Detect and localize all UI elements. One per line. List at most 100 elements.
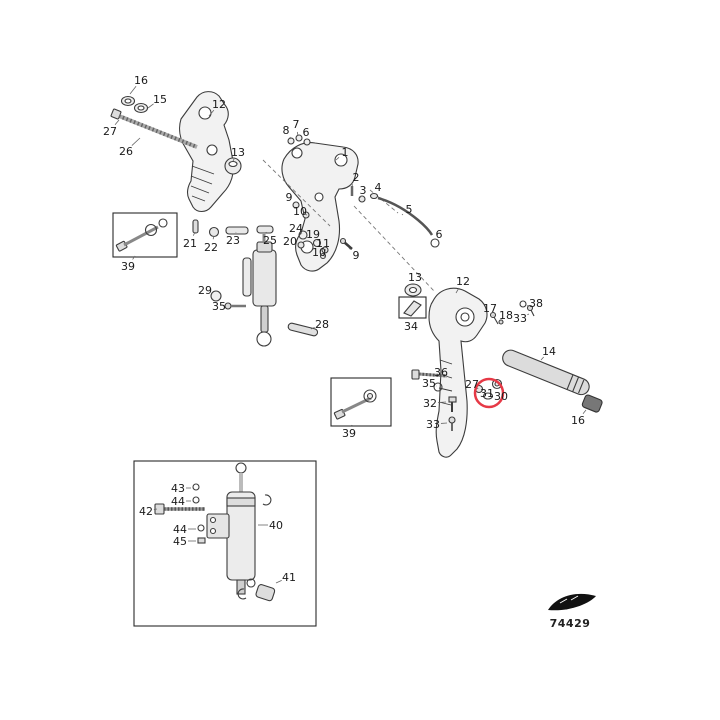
part-callout-4: 4 <box>375 181 382 194</box>
construction-lines <box>262 159 435 292</box>
part-number: 74429 <box>550 617 591 630</box>
callout-leader <box>304 213 308 216</box>
callout-leader <box>437 401 447 403</box>
part-callout-1: 1 <box>342 146 349 159</box>
part-callout-27: 27 <box>103 125 117 138</box>
part-callout-23: 23 <box>226 234 240 247</box>
callout-leader <box>114 119 120 126</box>
upper-fastener-box <box>112 212 178 258</box>
part-callout-35: 35 <box>212 300 226 313</box>
callout-leader <box>476 387 479 390</box>
part-callout-9: 9 <box>286 191 293 204</box>
part-callout-18: 18 <box>499 309 513 322</box>
part-callout-12: 12 <box>212 98 226 111</box>
callout-leader <box>351 184 354 187</box>
part-callout-19: 19 <box>306 228 320 241</box>
part-callout-14: 14 <box>542 345 556 358</box>
part-callout-6: 6 <box>436 228 443 241</box>
part-callout-36: 36 <box>434 366 448 379</box>
callout-leader <box>582 409 587 415</box>
part-callout-29: 29 <box>198 284 212 297</box>
brand-logo-icon <box>548 593 596 611</box>
tube-washers <box>474 378 503 400</box>
middle-fastener-box <box>330 377 392 427</box>
callout-leader <box>147 103 154 109</box>
part-callout-8: 8 <box>283 124 290 137</box>
part-callout-31: 31 <box>480 387 494 400</box>
highlight-circle <box>473 377 505 409</box>
part-callout-30: 30 <box>494 390 508 403</box>
part-callout-13: 13 <box>408 271 422 284</box>
callout-leader <box>310 326 315 330</box>
callout-leader <box>131 137 141 146</box>
part-callout-10: 10 <box>293 205 307 218</box>
part-callout-16: 16 <box>571 414 585 427</box>
callout-leader <box>289 136 292 140</box>
part-callout-33: 33 <box>426 418 440 431</box>
callout-leader <box>153 508 158 510</box>
part-callout-25: 25 <box>263 234 277 247</box>
callout-leader <box>360 195 362 198</box>
part-callout-44: 44 <box>173 523 187 536</box>
callout-leader <box>401 213 404 216</box>
callout-leader <box>324 248 326 251</box>
part-callout-2: 2 <box>353 171 360 184</box>
part-callout-40: 40 <box>269 519 283 532</box>
tilt-tube <box>502 349 590 396</box>
callout-leader <box>348 247 351 250</box>
callout-leader <box>212 235 215 240</box>
steering-link <box>350 186 440 248</box>
part-callout-17: 17 <box>483 302 497 315</box>
part-callout-41: 41 <box>282 571 296 584</box>
part-callout-38: 38 <box>529 297 543 310</box>
callout-leader <box>455 287 460 294</box>
part-callout-42: 42 <box>139 505 153 518</box>
part-callout-33: 33 <box>513 312 527 325</box>
part-callout-22: 22 <box>204 241 218 254</box>
callout-leader <box>335 157 340 161</box>
right-clamp-bracket <box>428 287 488 458</box>
pivot-pins <box>192 219 274 238</box>
part-callout-6: 6 <box>303 126 310 139</box>
part-callout-11: 11 <box>316 237 330 250</box>
mount-bolt <box>411 369 448 392</box>
callout-leader <box>527 313 530 316</box>
part-callout-3: 3 <box>360 184 367 197</box>
part-callout-21: 21 <box>183 237 197 250</box>
trim-cylinder-center <box>210 234 319 347</box>
part-callout-15: 15 <box>153 93 167 106</box>
part-callout-39: 39 <box>121 260 135 273</box>
part-callout-45: 45 <box>173 535 187 548</box>
callout-leader <box>132 255 136 260</box>
part-callout-39: 39 <box>342 427 356 440</box>
part-callout-24: 24 <box>289 222 303 235</box>
studs <box>448 396 457 431</box>
callout-leader <box>540 356 544 361</box>
callout-leader <box>232 158 235 162</box>
part-callout-44: 44 <box>171 495 185 508</box>
part-callout-16: 16 <box>134 74 148 87</box>
left-clamp-bracket <box>179 91 235 213</box>
plate-box-34 <box>398 296 427 319</box>
grommet-13 <box>404 283 422 297</box>
part-callout-43: 43 <box>171 482 185 495</box>
part-callout-7: 7 <box>293 118 300 131</box>
part-callout-35: 35 <box>422 377 436 390</box>
part-callout-26: 26 <box>119 145 133 158</box>
callout-leader <box>208 109 215 117</box>
callout-leader <box>296 131 299 137</box>
tube-end-cap <box>581 394 603 413</box>
part-callout-20: 20 <box>283 235 297 248</box>
callout-leader <box>275 579 282 584</box>
part-callout-13: 13 <box>231 146 245 159</box>
part-callout-28: 28 <box>315 318 329 331</box>
callout-leader <box>322 254 326 258</box>
part-callout-5: 5 <box>406 203 413 216</box>
part-callout-32: 32 <box>423 397 437 410</box>
part-callout-27: 27 <box>465 378 479 391</box>
tilt-pin-assembly <box>110 95 242 175</box>
callout-leader <box>129 86 137 95</box>
